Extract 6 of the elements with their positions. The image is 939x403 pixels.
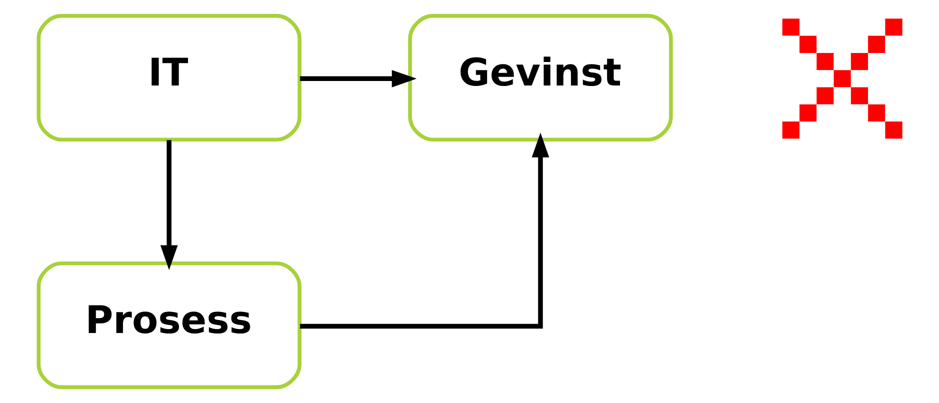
node-box: Gevinst bbox=[408, 14, 672, 142]
node-box: Prosess bbox=[36, 262, 301, 390]
arrow bbox=[300, 70, 416, 88]
arrow bbox=[160, 140, 178, 270]
arrow bbox=[300, 132, 549, 329]
node-box: IT bbox=[36, 14, 301, 142]
